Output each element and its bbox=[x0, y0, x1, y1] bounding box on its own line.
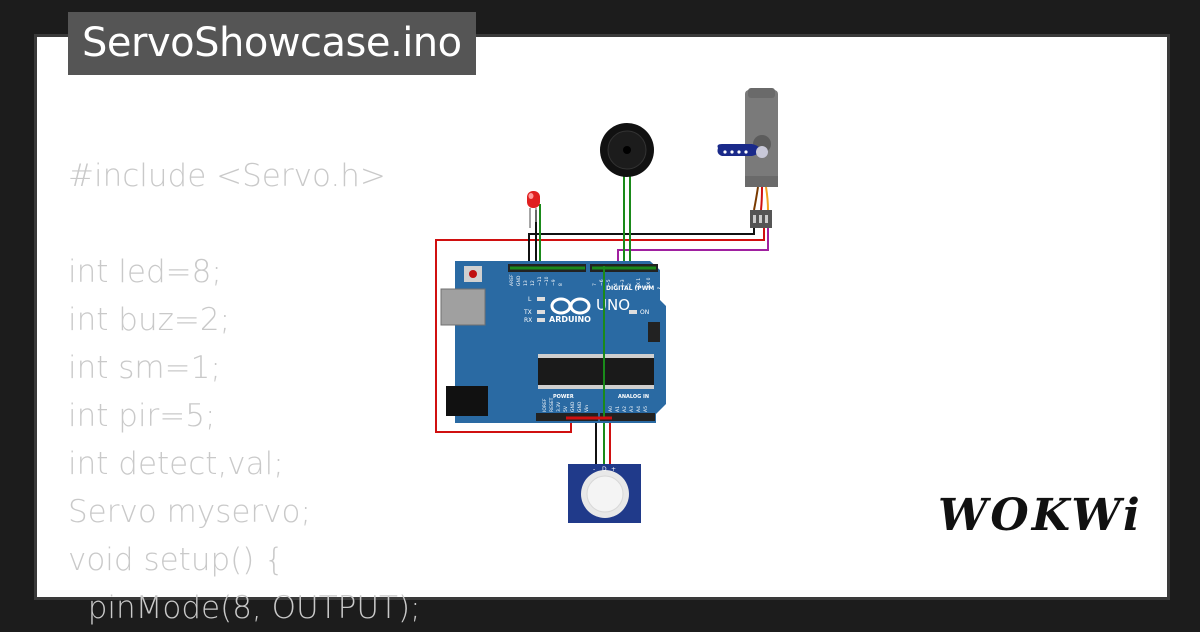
pin-label: 13 bbox=[523, 280, 529, 286]
power-label: POWER bbox=[553, 394, 574, 400]
wokwi-logo: WOKWi bbox=[938, 490, 1143, 541]
code-line: int buz=2; bbox=[68, 302, 231, 338]
pin-label: ~5 bbox=[606, 279, 612, 286]
pin-label: 8 bbox=[558, 283, 564, 286]
red-wire bbox=[435, 228, 765, 433]
pin-label: TX 1 bbox=[636, 278, 642, 289]
card-content: #include <Servo.h> int led=8; int buz=2;… bbox=[34, 34, 1164, 626]
red-led[interactable] bbox=[527, 191, 540, 228]
pin-label: A0 bbox=[608, 406, 614, 412]
code-line: int pir=5; bbox=[68, 398, 216, 434]
pin-label: Vin bbox=[584, 405, 590, 412]
pin-label: A3 bbox=[629, 406, 635, 412]
servo-motor[interactable] bbox=[717, 88, 779, 228]
pin-label: A4 bbox=[636, 406, 642, 412]
pin-label: ~3 bbox=[620, 279, 626, 286]
digital-label: DIGITAL (PWM ~) bbox=[606, 285, 664, 292]
black-wire bbox=[528, 228, 755, 270]
code-preview: #include <Servo.h> int led=8; int buz=2;… bbox=[68, 152, 421, 632]
pir-pin-label: + bbox=[611, 466, 616, 473]
wires bbox=[435, 176, 769, 464]
buzzer[interactable] bbox=[600, 123, 654, 177]
pin-label: 2 bbox=[627, 283, 633, 286]
led-label-tx: TX bbox=[523, 309, 532, 316]
pin-label: 4 bbox=[613, 283, 619, 286]
led-label-on: ON bbox=[640, 309, 649, 316]
led-label-l: L bbox=[528, 296, 532, 303]
pin-label: A5 bbox=[643, 406, 649, 412]
pin-label: ~11 bbox=[537, 276, 543, 286]
pin-label: AREF bbox=[509, 274, 515, 286]
pin-label: 3.3V bbox=[556, 401, 562, 412]
code-line: pinMode(8, OUTPUT); bbox=[68, 590, 421, 626]
pin-label: RX 0 bbox=[646, 277, 652, 288]
code-line: #include <Servo.h> bbox=[68, 158, 386, 194]
microcontroller-chip bbox=[538, 358, 654, 385]
pin-label: GND bbox=[577, 401, 583, 412]
wires-overlay bbox=[510, 266, 656, 420]
pir-motion-sensor[interactable]: - D + bbox=[568, 464, 641, 523]
pin-label: A2 bbox=[622, 406, 628, 412]
pin-label: RESET bbox=[549, 397, 555, 412]
pin-label: IOREF bbox=[542, 398, 548, 412]
pin-label: 5V bbox=[563, 405, 569, 412]
pin-label: GND bbox=[516, 275, 522, 286]
code-line: int led=8; bbox=[68, 254, 222, 290]
led-label-rx: RX bbox=[524, 317, 532, 324]
pir-pin-label: - bbox=[593, 466, 595, 473]
board-name: UNO bbox=[596, 296, 630, 314]
circuit-diagram: L TX RX ON UNO ARDUINO DIGITAL (PWM ~) P… bbox=[435, 88, 779, 523]
pin-label: GND bbox=[570, 401, 576, 412]
power-jack bbox=[446, 386, 488, 416]
pin-label: 7 bbox=[592, 283, 598, 286]
code-line: Servo myservo; bbox=[68, 494, 311, 530]
pin-label: A1 bbox=[615, 406, 621, 412]
purple-wire bbox=[617, 228, 769, 266]
code-line: int detect,val; bbox=[68, 446, 284, 482]
analog-label: ANALOG IN bbox=[618, 394, 649, 400]
pin-label: ~9 bbox=[551, 279, 557, 286]
usb-port bbox=[440, 288, 486, 326]
arduino-logo bbox=[550, 297, 591, 315]
code-line: void setup() { bbox=[68, 542, 284, 578]
project-title: ServoShowcase.ino bbox=[68, 12, 476, 75]
code-line: int sm=1; bbox=[68, 350, 221, 386]
pin-label: ~10 bbox=[544, 276, 550, 286]
arduino-uno-board[interactable]: L TX RX ON UNO ARDUINO DIGITAL (PWM ~) P… bbox=[440, 261, 666, 423]
servo-horn bbox=[717, 144, 760, 156]
board-maker: ARDUINO bbox=[549, 315, 591, 324]
pin-label: ~6 bbox=[599, 279, 605, 286]
pir-pin-label: D bbox=[602, 466, 607, 473]
pin-label: 12 bbox=[530, 280, 536, 286]
